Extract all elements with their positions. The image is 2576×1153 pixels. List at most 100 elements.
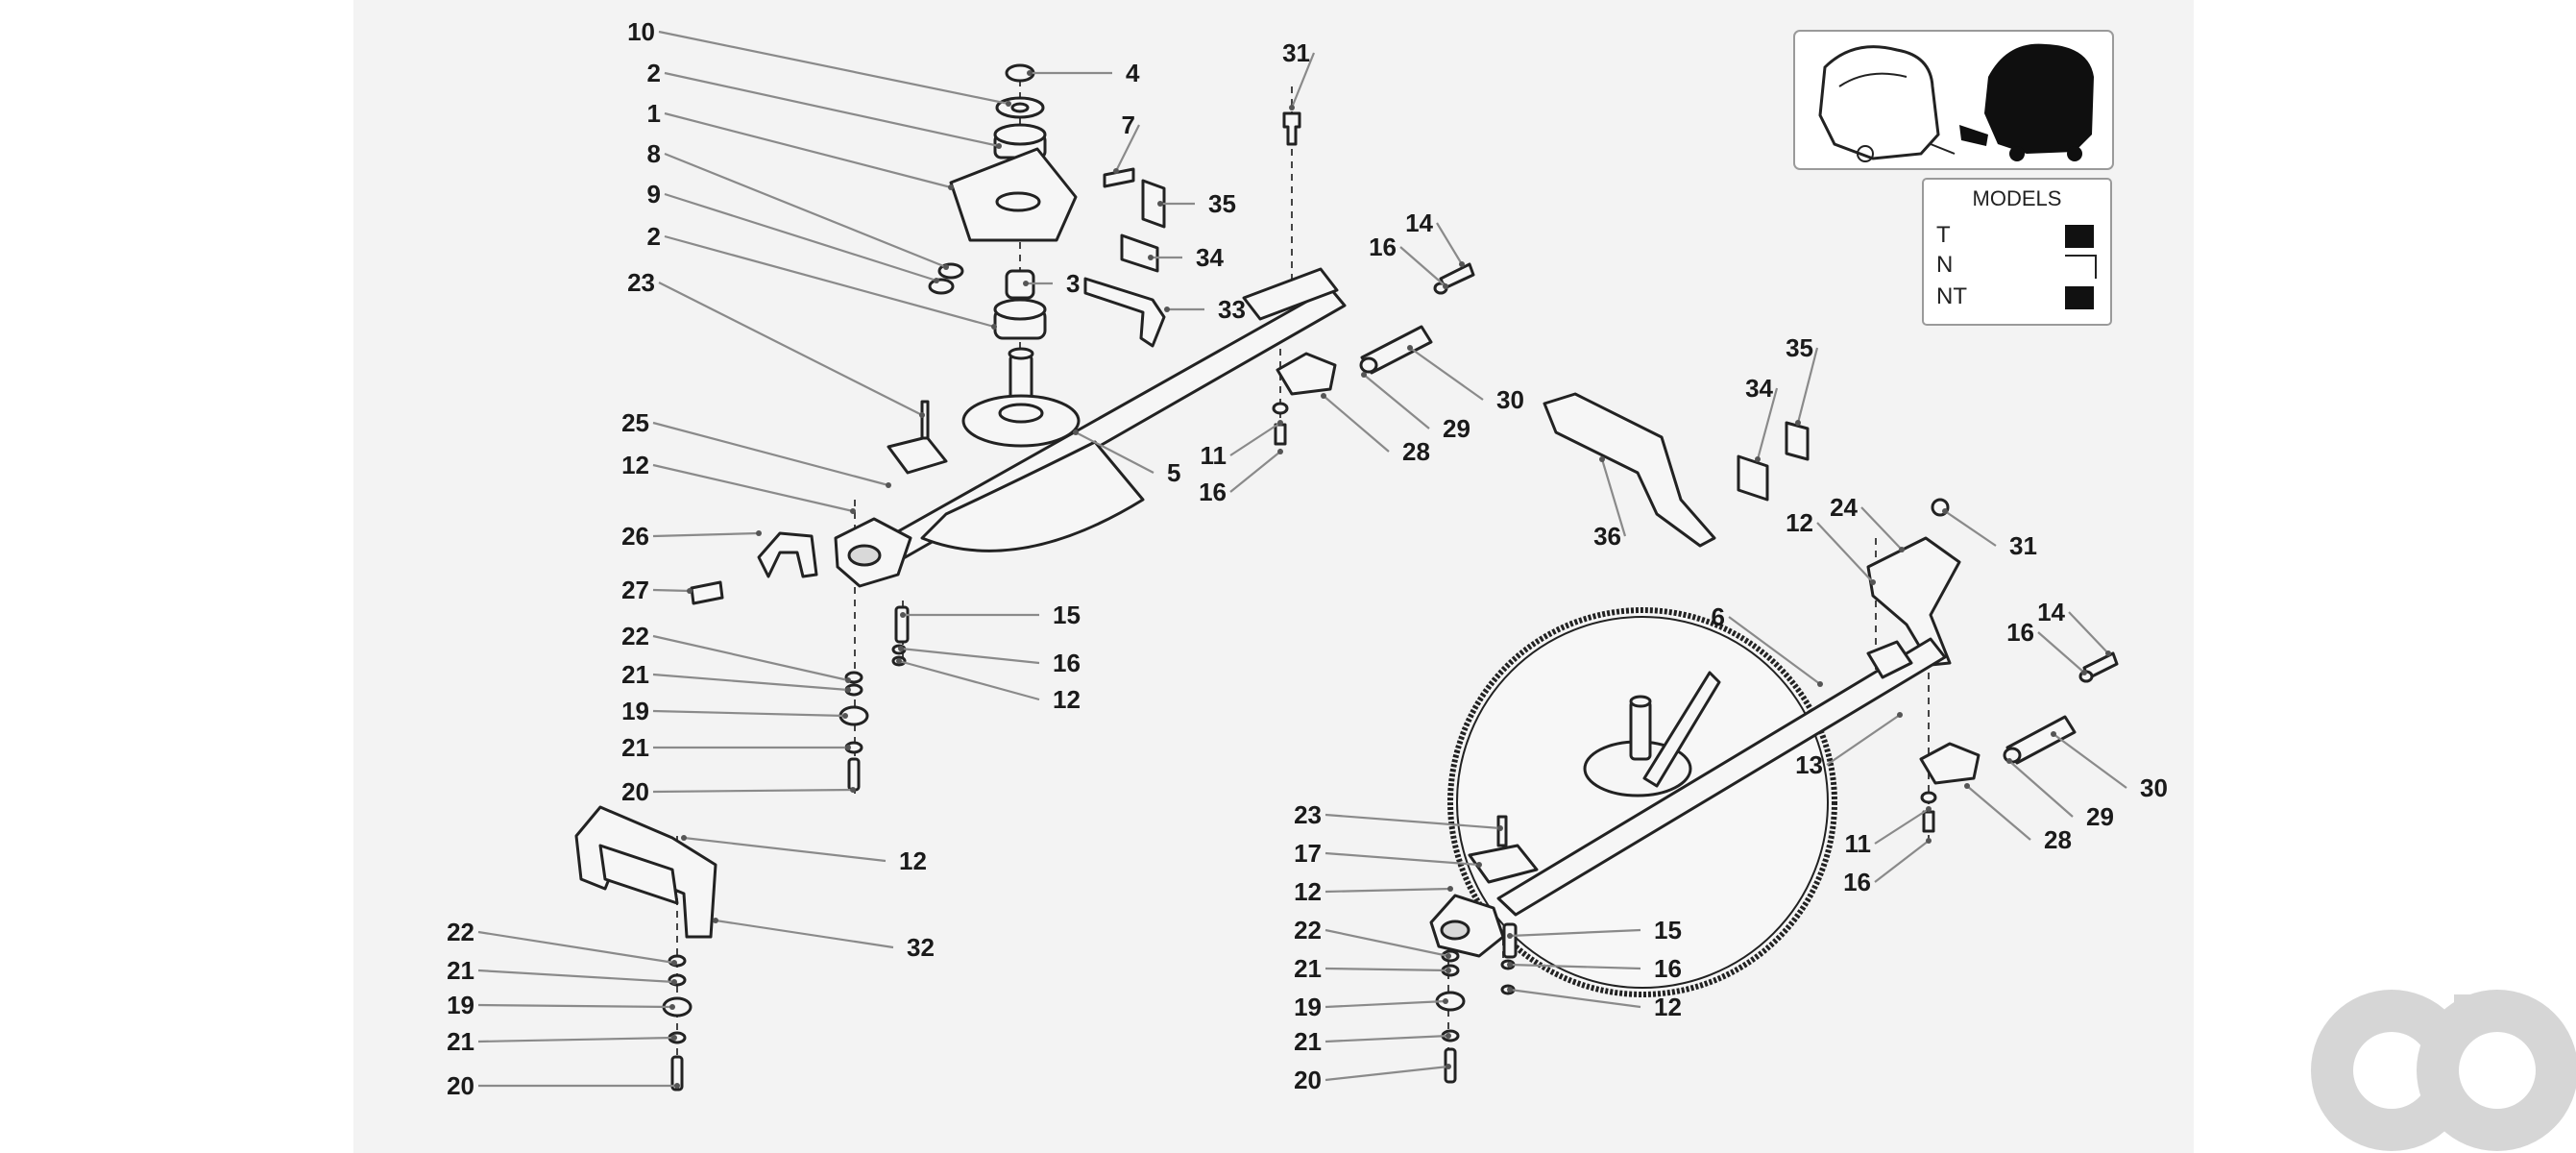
leader-dot-l11b	[1926, 806, 1932, 812]
leader-dot-l21c	[671, 979, 677, 985]
callout-label-l16c: 16	[1053, 649, 1081, 677]
model-swatch-n	[2065, 255, 2097, 279]
leader-dot-l29a	[1361, 372, 1367, 378]
callout-label-l22a: 22	[621, 622, 649, 650]
leader-dot-l30a	[1407, 345, 1413, 351]
leader-dot-l6	[1817, 681, 1823, 687]
callout-label-l23b: 23	[1294, 800, 1322, 829]
leader-dot-l19a	[842, 713, 848, 719]
leader-dot-l27	[687, 588, 693, 594]
leader-line-l19a	[652, 709, 846, 718]
leader-dot-l12d	[1870, 579, 1876, 585]
callout-label-l6: 6	[1712, 602, 1725, 631]
callout-label-l24: 24	[1830, 493, 1858, 522]
leader-dot-l31b	[1942, 508, 1948, 514]
leader-line-l22b	[477, 930, 675, 965]
leader-dot-l26	[756, 530, 762, 536]
leader-dot-l15a	[900, 612, 906, 618]
callout-label-l25: 25	[621, 408, 649, 437]
leader-line-l6	[1728, 616, 1821, 685]
leader-line-l30a	[1409, 347, 1484, 401]
callout-label-l11b: 11	[1845, 829, 1872, 858]
leader-line-l21e	[1324, 967, 1449, 972]
callout-label-l22c: 22	[1294, 916, 1322, 944]
callout-label-l14a: 14	[1405, 209, 1433, 237]
leader-line-l21c	[477, 969, 675, 984]
callout-label-l15b: 15	[1654, 916, 1682, 944]
callout-label-l5: 5	[1167, 458, 1180, 487]
leader-line-l19c	[1324, 999, 1446, 1009]
leader-dot-l34a	[1148, 255, 1154, 260]
leader-line-l16e	[1874, 840, 1930, 883]
callout-label-l17: 17	[1294, 839, 1322, 868]
leader-dot-l33	[1164, 307, 1170, 312]
leader-line-l12d	[1816, 522, 1874, 583]
leader-dot-l32	[713, 918, 718, 923]
leader-dot-l12a	[850, 508, 856, 514]
leader-dot-l12f	[1507, 987, 1513, 993]
leader-line-l11a	[1229, 422, 1281, 456]
callout-label-l22b: 22	[447, 918, 474, 946]
left-assembly	[574, 63, 1475, 1092]
leader-dot-l35b	[1795, 420, 1801, 426]
leader-line-l31b	[1944, 510, 1997, 547]
leader-dot-l1	[948, 184, 954, 190]
leader-dot-l21f	[1446, 1033, 1451, 1039]
leader-line-l27	[652, 588, 691, 593]
callout-label-l27: 27	[621, 576, 649, 604]
leader-line-l29b	[2008, 760, 2074, 818]
callout-label-l20a: 20	[621, 777, 649, 806]
callout-label-l12c: 12	[899, 846, 927, 875]
leader-dot-l19b	[669, 1004, 675, 1010]
leader-line-l15b	[1509, 928, 1641, 938]
callout-label-l29a: 29	[1443, 414, 1470, 443]
leader-dot-l12c	[681, 835, 687, 841]
callout-label-l21a: 21	[621, 660, 649, 689]
leader-line-l21a	[652, 673, 849, 692]
callout-label-l33: 33	[1218, 295, 1246, 324]
callout-label-l30a: 30	[1496, 385, 1524, 414]
leader-dot-l21b	[845, 745, 851, 750]
leader-dot-l28a	[1321, 393, 1326, 399]
callout-label-l16a: 16	[1369, 233, 1397, 261]
leader-line-l22c	[1324, 928, 1449, 958]
leader-dot-l7	[1113, 168, 1119, 174]
model-code-t: T	[1936, 222, 1951, 248]
leader-line-l19b	[477, 1003, 673, 1009]
leader-dot-l24	[1899, 547, 1905, 552]
leader-dot-l21e	[1446, 968, 1451, 973]
leader-line-l8	[664, 152, 947, 269]
callout-label-l21c: 21	[447, 956, 474, 985]
leader-line-l16f	[1509, 963, 1641, 970]
models-title: MODELS	[1973, 186, 2062, 210]
leader-dot-l21a	[845, 687, 851, 693]
callout-label-l32: 32	[907, 933, 935, 962]
model-swatch-t	[2065, 225, 2094, 248]
leader-line-l14a	[1436, 222, 1463, 265]
leader-line-l32	[715, 919, 894, 949]
leader-line-l16b	[1229, 451, 1281, 493]
model-icon-panel	[1793, 30, 2114, 170]
callout-label-l28a: 28	[1402, 437, 1430, 466]
callout-label-l20b: 20	[447, 1071, 474, 1100]
right-assembly	[1429, 392, 2119, 1084]
callout-label-l11a: 11	[1201, 441, 1227, 470]
leader-line-l12f	[1509, 988, 1641, 1009]
leader-line-l1	[664, 111, 952, 189]
leader-line-l26	[652, 531, 760, 538]
callout-label-l30b: 30	[2140, 773, 2168, 802]
leader-line-l35b	[1796, 347, 1819, 424]
callout-label-l12e: 12	[1294, 877, 1322, 906]
leader-line-l12e	[1324, 887, 1451, 894]
callout-label-l19a: 19	[621, 697, 649, 725]
leader-dot-l34b	[1755, 456, 1761, 462]
leader-dot-l8	[943, 264, 949, 270]
baler-outline-icon	[1818, 45, 1956, 162]
callout-label-l8: 8	[647, 139, 661, 168]
leader-line-l5	[1075, 431, 1154, 474]
leader-line-l10	[658, 30, 1009, 106]
callout-label-l21e: 21	[1294, 954, 1322, 983]
leader-line-l13	[1826, 714, 1901, 766]
leader-line-l28b	[1966, 785, 2031, 841]
leader-line-l16a	[1399, 246, 1446, 287]
